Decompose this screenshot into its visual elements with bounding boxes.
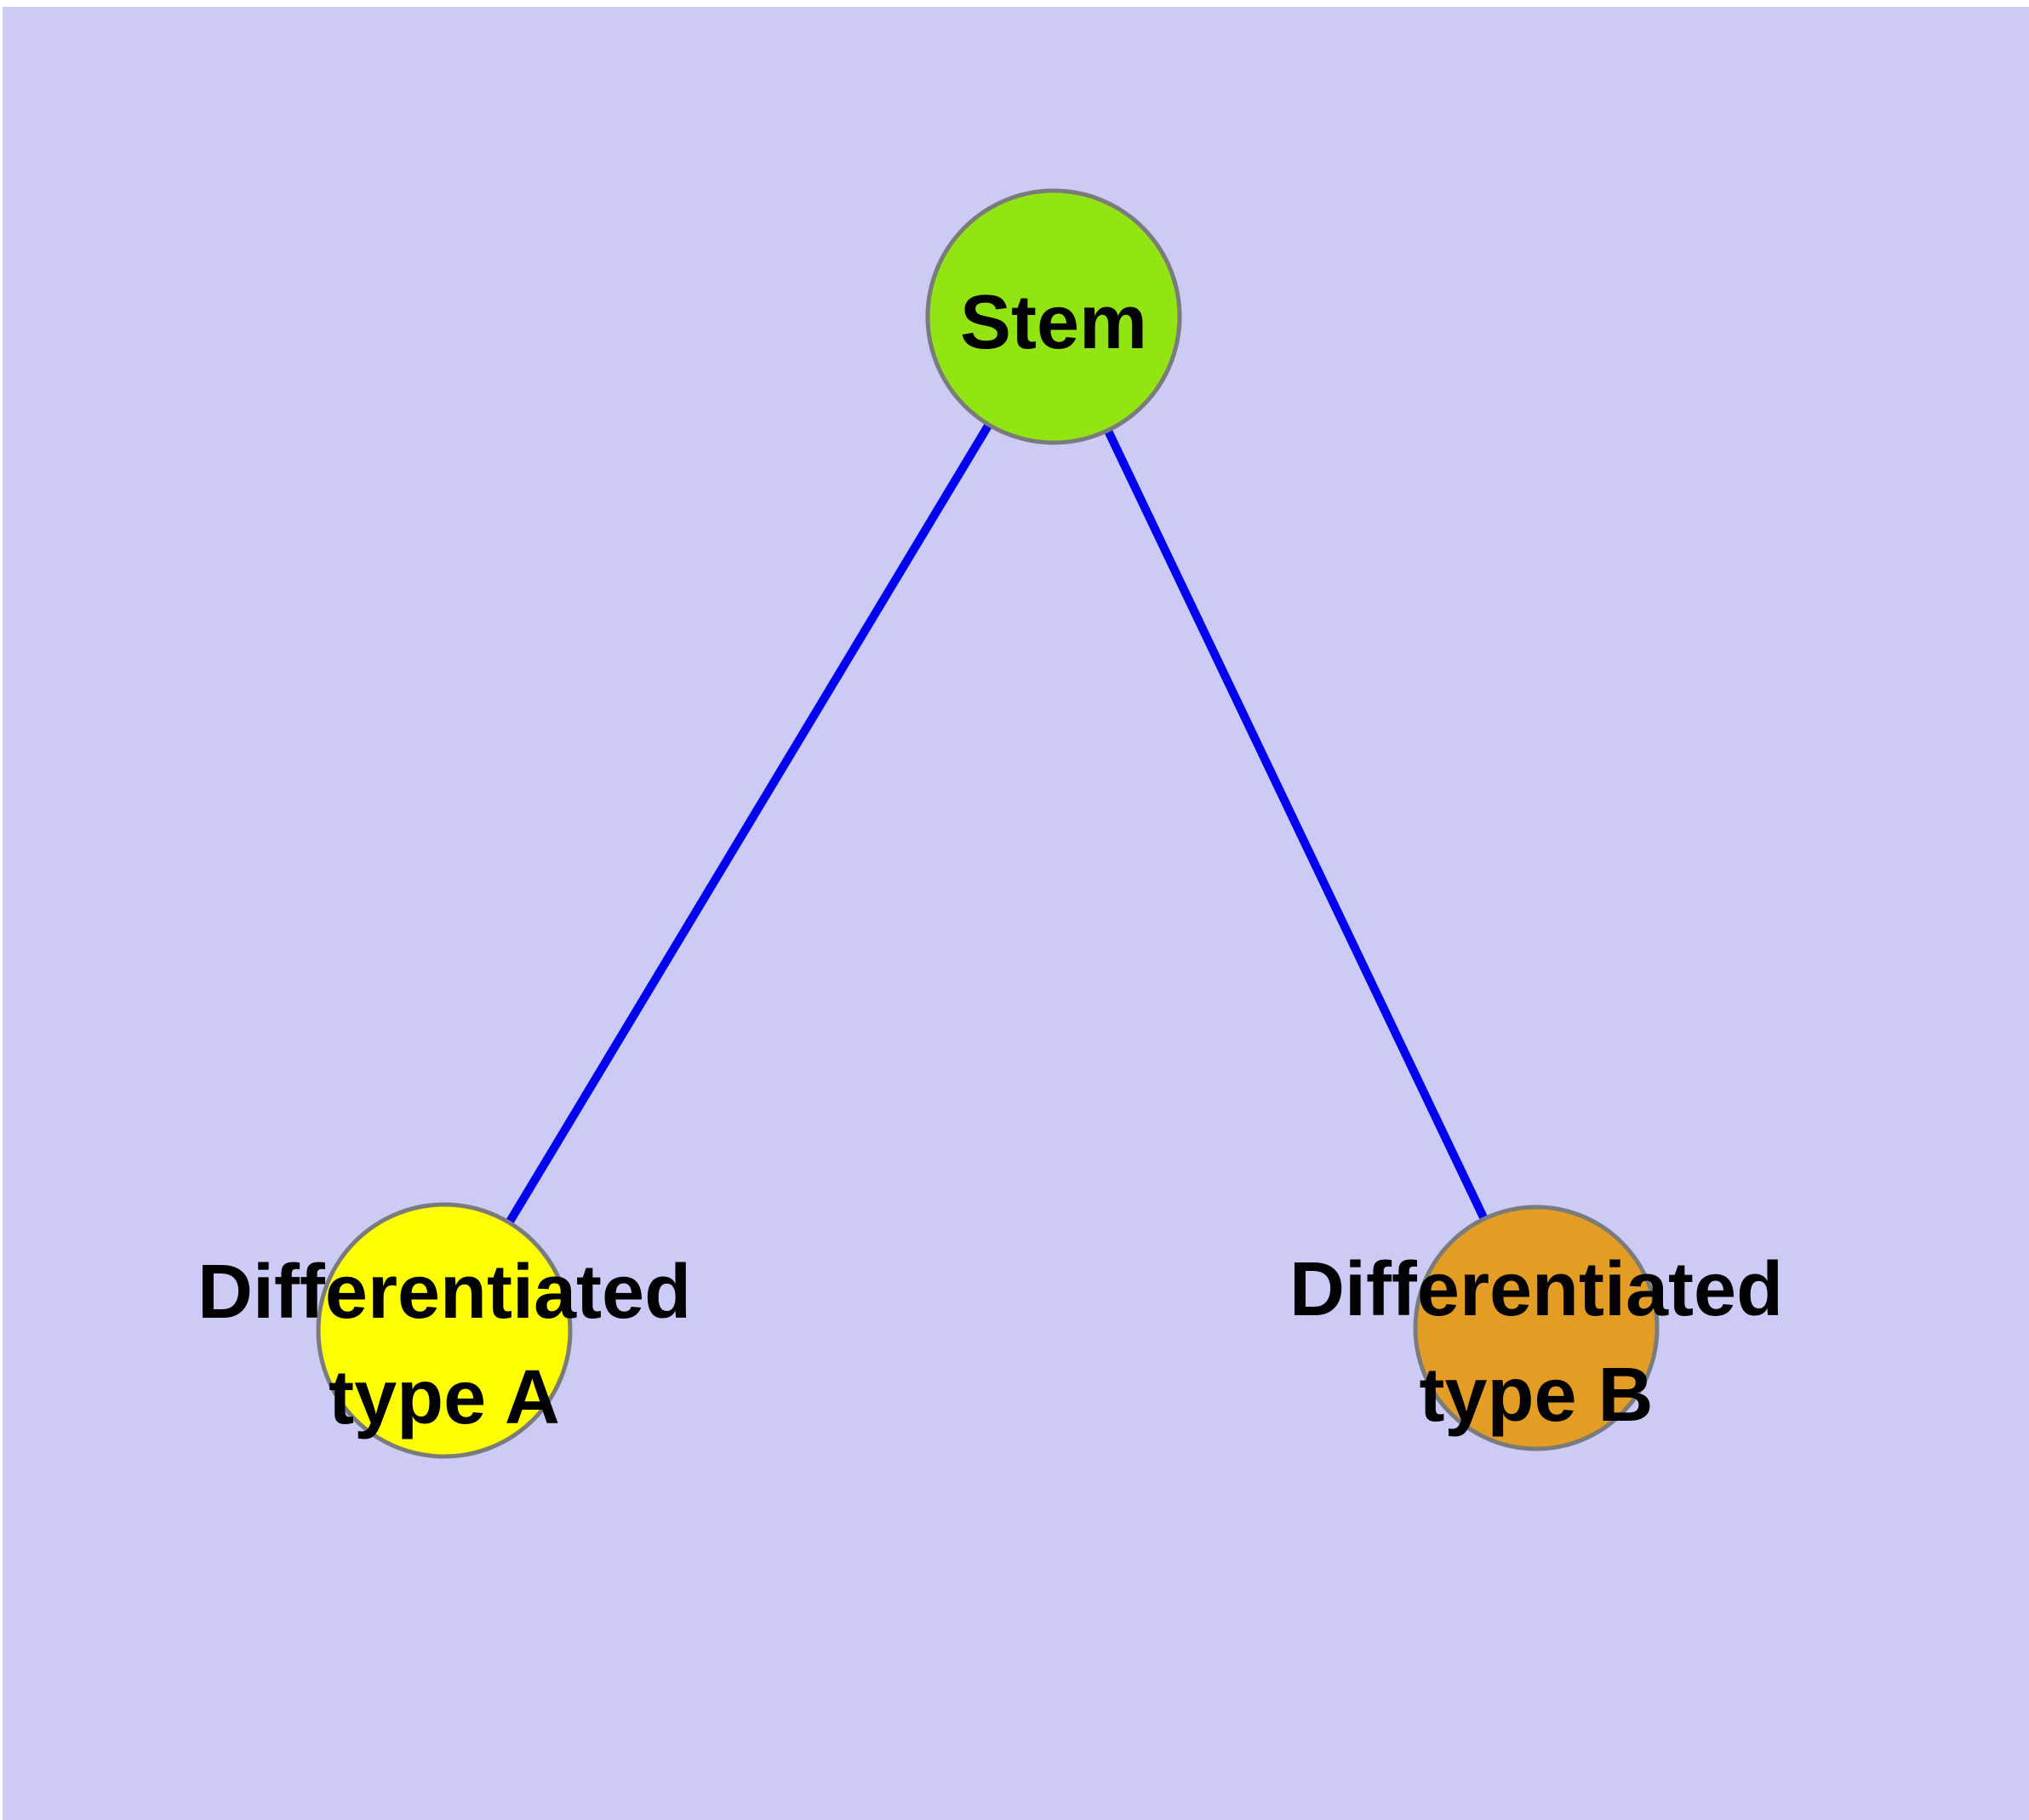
node-label-stem: Stem	[959, 279, 1148, 365]
diagram-canvas: Stem Differentiated type A Differentiate…	[3, 7, 2029, 1820]
edge-stem-to-type-b	[1049, 314, 1540, 1331]
node-stem	[925, 188, 1182, 445]
node-label-differentiated-type-a: Differentiated type A	[197, 1249, 692, 1440]
edge-stem-to-type-a	[440, 314, 1058, 1333]
node-label-differentiated-type-b: Differentiated type B	[1289, 1246, 1784, 1438]
node-differentiated-type-a	[316, 1202, 573, 1459]
cell-lineage-graph	[316, 188, 1660, 1459]
node-differentiated-type-b	[1413, 1205, 1660, 1451]
